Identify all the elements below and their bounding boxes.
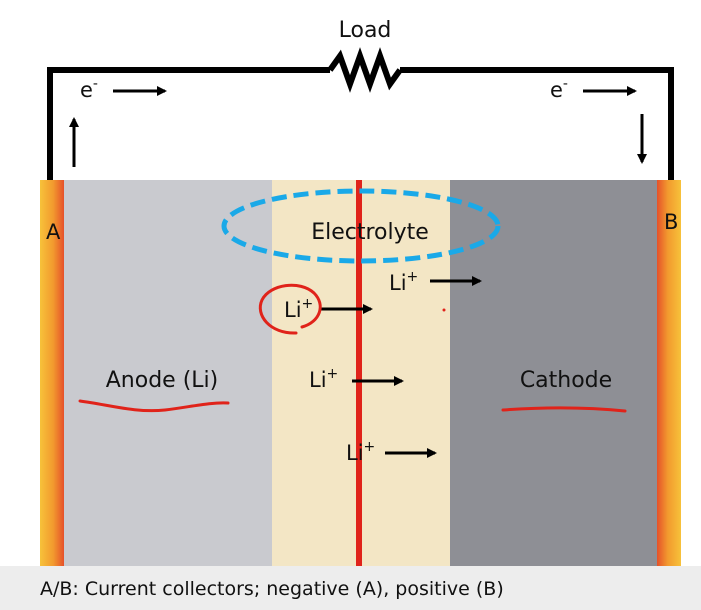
ion-superscript: + (327, 366, 339, 382)
circuit-wire (47, 67, 330, 185)
terminal-b-label: B (664, 210, 678, 234)
circuit-wire-right (400, 67, 674, 185)
cathode-underline-annotation (501, 406, 627, 413)
current-collector-a (40, 180, 64, 570)
svg-text:Li+: Li+ (389, 269, 418, 295)
ion-label: Li (389, 271, 407, 295)
li-ion-4: Li+ (346, 439, 437, 465)
electron-label: e (550, 78, 563, 102)
electrolyte-label: Electrolyte (311, 220, 429, 245)
external-circuit (47, 47, 674, 185)
electron-flow-right: e- (550, 76, 647, 164)
ion-circle-annotation (258, 283, 322, 335)
current-collector-b (657, 180, 681, 570)
anode-underline-annotation (78, 399, 230, 413)
ion-superscript: + (407, 269, 419, 285)
ion-label: Li (346, 441, 364, 465)
svg-text:Li+: Li+ (346, 439, 375, 465)
ion-superscript: + (302, 296, 314, 312)
ion-label: Li (309, 368, 327, 392)
svg-text:Li+: Li+ (309, 366, 338, 392)
electrolyte-highlight (221, 188, 501, 264)
electron-label: e (80, 78, 93, 102)
svg-text:Li+: Li+ (284, 296, 313, 322)
cathode-label: Cathode (520, 368, 612, 393)
pen-dot (442, 308, 446, 312)
anode-label: Anode (Li) (106, 368, 218, 393)
terminal-a-label: A (46, 220, 61, 244)
svg-text:e-: e- (80, 76, 98, 102)
li-ion-2: Li+ (258, 283, 373, 335)
ion-label: Li (284, 298, 302, 322)
svg-text:e-: e- (550, 76, 568, 102)
load-resistor (327, 47, 403, 93)
li-ion-1: Li+ (389, 269, 482, 295)
electron-superscript: - (563, 76, 568, 92)
ion-superscript: + (364, 439, 376, 455)
cathode-region (450, 180, 657, 570)
li-ion-3: Li+ (309, 366, 404, 392)
electron-superscript: - (93, 76, 98, 92)
electron-flow-left: e- (69, 76, 167, 167)
caption-text: A/B: Current collectors; negative (A), p… (40, 578, 504, 600)
footer-band (0, 566, 701, 610)
separator-line (356, 180, 362, 570)
anode-region (64, 180, 272, 570)
load-label: Load (339, 18, 392, 43)
